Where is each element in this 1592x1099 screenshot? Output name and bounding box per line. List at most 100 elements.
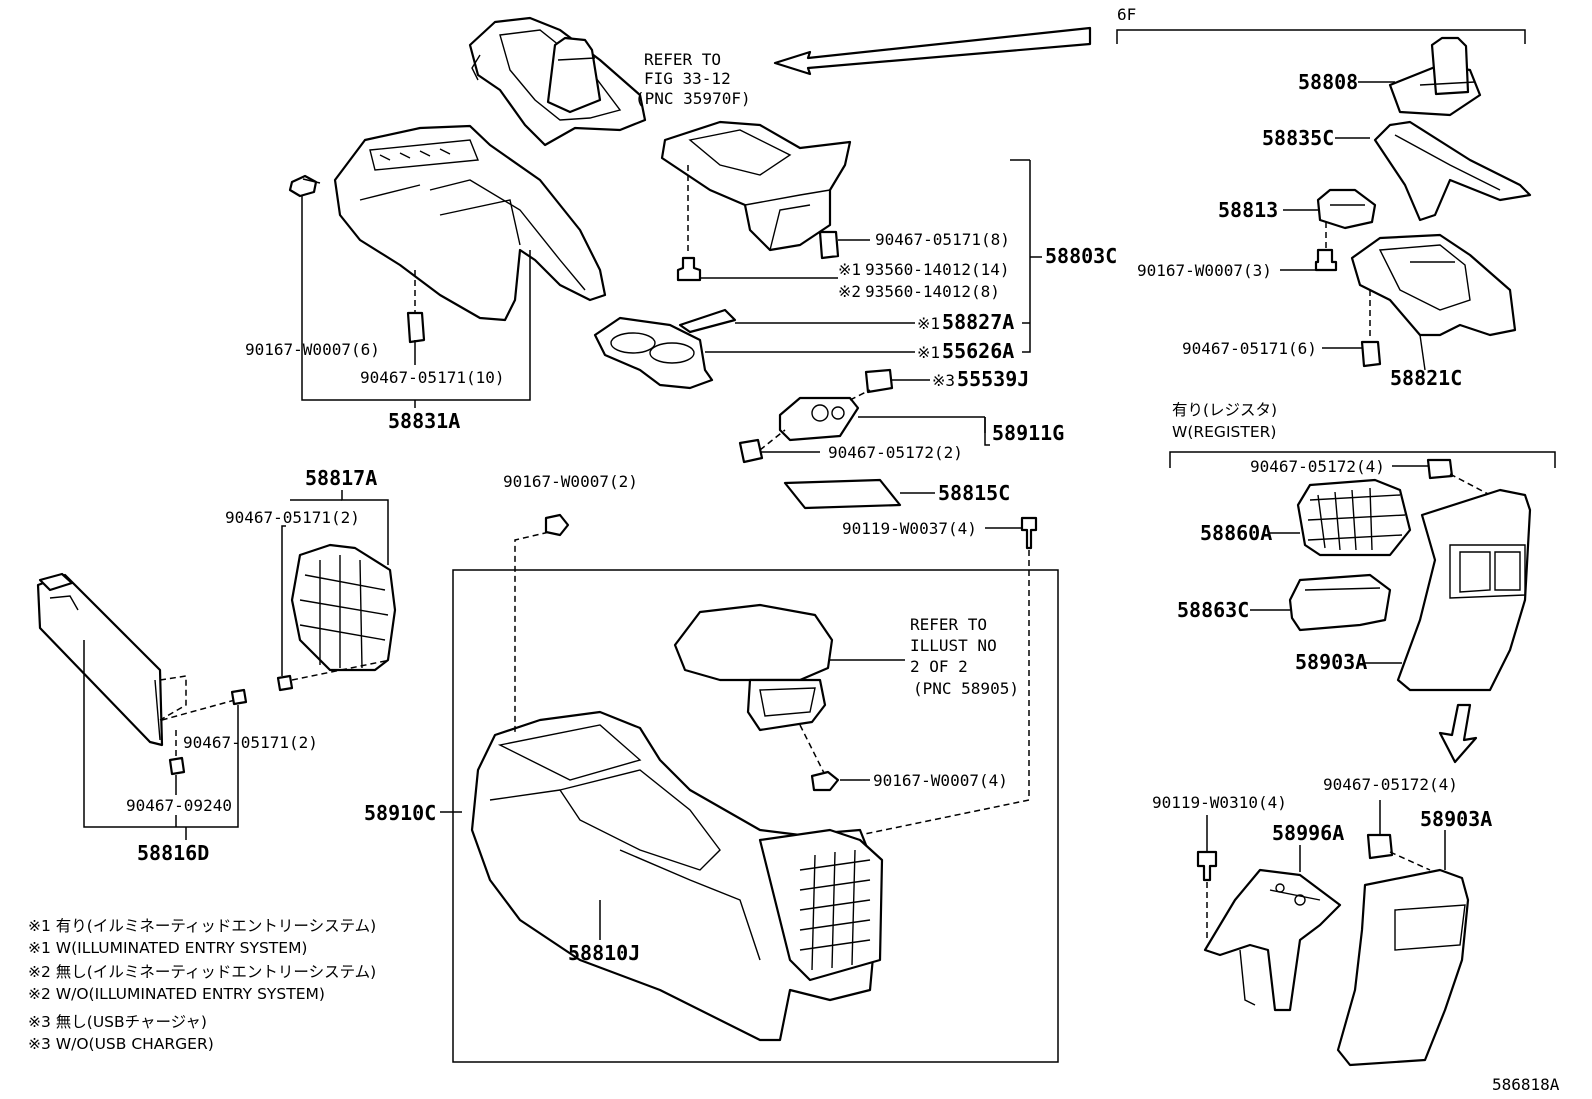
label-90119-w0037-4: 90119-W0037(4): [842, 519, 977, 538]
label-90167-w0007-2: 90167-W0007(2): [503, 472, 638, 491]
bolt-icon: [1196, 850, 1218, 882]
mat-58827a-drawing: [678, 308, 737, 334]
switch-bezel-drawing: [738, 368, 894, 464]
screw-icon: [1314, 248, 1338, 272]
label-58863c: 58863C: [1177, 598, 1249, 622]
mark-1: ※1: [917, 314, 940, 333]
label-58813: 58813: [1218, 198, 1278, 222]
rear-panel-58903a-lower-drawing: [1336, 868, 1470, 1067]
down-arrow: [1438, 703, 1478, 764]
mark-3: ※3: [932, 371, 955, 390]
switch-58813-drawing: [1316, 188, 1377, 230]
label-90467-05172-2: 90467-05172(2): [828, 443, 963, 462]
refer-fig-line3: (PNC 35970F): [635, 89, 751, 108]
label-58860a: 58860A: [1200, 521, 1272, 545]
bracket-register: [1169, 451, 1556, 468]
label-90467-05171-8: 90467-05171(8): [875, 230, 1010, 249]
value-93560-14012-14: 93560-14012(14): [865, 260, 1010, 279]
pointer-arrow: [773, 26, 1092, 76]
bolt-icon: [1020, 516, 1038, 550]
mark-2: ※2: [838, 282, 861, 301]
rear-panel-58903a-drawing: [1396, 488, 1532, 692]
label-58803c: 58803C: [1045, 244, 1117, 268]
refer-illust-line3: 2 OF 2: [910, 657, 968, 676]
refer-fig-line2: FIG 33-12: [644, 69, 731, 88]
note-3-jp: ※3 無し(USBチャージャ): [28, 1013, 207, 1031]
refer-illust-line1: REFER TO: [910, 615, 987, 634]
mark-1: ※1: [917, 343, 940, 362]
label-90467-05171-6: 90467-05171(6): [1182, 339, 1317, 358]
label-58808: 58808: [1298, 70, 1358, 94]
center-bracket-drawing: [660, 120, 852, 260]
label-90167-w0007-3: 90167-W0007(3): [1137, 261, 1272, 280]
value-58827a: 58827A: [942, 310, 1014, 334]
label-90467-05171-2-upper: 90467-05171(2): [225, 508, 360, 527]
label-58903a-upper: 58903A: [1295, 650, 1367, 674]
value-55539j: 55539J: [957, 367, 1029, 391]
clip-icon: [1360, 340, 1382, 368]
label-90167-w0007-6: 90167-W0007(6): [245, 340, 380, 359]
left-side-panel-drawing: [36, 572, 186, 776]
trim-58835c-drawing: [1373, 120, 1532, 222]
note-1-en: ※1 W(ILLUMINATED ENTRY SYSTEM): [28, 939, 307, 957]
armrest-drawing: [673, 603, 834, 732]
label-58816d: 58816D: [137, 841, 209, 865]
label-register-en: W(REGISTER): [1172, 423, 1276, 441]
mark-1: ※1: [838, 260, 861, 279]
upper-console-panel-drawing: [288, 124, 607, 344]
label-90467-05172-4-lower: 90467-05172(4): [1323, 775, 1458, 794]
label-58815c: 58815C: [938, 481, 1010, 505]
label-6f: 6F: [1117, 5, 1136, 24]
label-58903a-lower: 58903A: [1420, 807, 1492, 831]
refer-fig-line1: REFER TO: [644, 50, 721, 69]
clip-icon: [1426, 458, 1454, 480]
label-58810j: 58810J: [568, 941, 640, 965]
label-90467-05171-10: 90467-05171(10): [360, 368, 505, 387]
console-box-frame: [452, 569, 1059, 1063]
vent-58860a-drawing: [1296, 478, 1412, 557]
refer-illust-line4: (PNC 58905): [913, 679, 1019, 698]
cup-holder-drawing: [593, 316, 714, 390]
label-register-jp: 有り(レジスタ): [1172, 401, 1277, 419]
label-58831a: 58831A: [388, 409, 460, 433]
bracket-6f: [1116, 29, 1526, 44]
duct-58817a-drawing: [276, 543, 397, 692]
label-90467-05171-2-lower: 90467-05171(2): [183, 733, 318, 752]
value-93560-14012-8: 93560-14012(8): [865, 282, 1000, 301]
note-3-en: ※3 W/O(USB CHARGER): [28, 1035, 214, 1053]
refer-illust-line2: ILLUST NO: [910, 636, 997, 655]
bezel-58821c-drawing: [1350, 233, 1517, 371]
clip-icon: [1366, 833, 1394, 860]
screw-icon: [810, 770, 840, 792]
figure-id: 586818A: [1492, 1075, 1560, 1094]
label-58911g: 58911G: [992, 421, 1064, 445]
screw-icon: [544, 513, 570, 537]
label-90167-w0007-4: 90167-W0007(4): [873, 771, 1008, 790]
label-90467-09240: 90467-09240: [126, 796, 232, 815]
boot-58808-drawing: [1388, 36, 1482, 117]
label-58996a: 58996A: [1272, 821, 1344, 845]
label-58835c: 58835C: [1262, 126, 1334, 150]
bracket-58996a-drawing: [1203, 868, 1342, 1012]
shift-boot-drawing: [468, 16, 647, 147]
screw-icon: [676, 256, 702, 282]
tray-58863c-drawing: [1288, 573, 1392, 632]
note-1-jp: ※1 有り(イルミネーティッドエントリーシステム): [28, 917, 376, 935]
mat-58815c-drawing: [783, 478, 902, 510]
label-58821c: 58821C: [1390, 366, 1462, 390]
clip-icon: [230, 688, 248, 706]
label-90119-w0310-4: 90119-W0310(4): [1152, 793, 1287, 812]
label-90467-05172-4-upper: 90467-05172(4): [1250, 457, 1385, 476]
label-58910c: 58910C: [364, 801, 436, 825]
label-58817a: 58817A: [305, 466, 377, 490]
note-2-jp: ※2 無し(イルミネーティッドエントリーシステム): [28, 963, 376, 981]
console-box-drawing: [470, 710, 884, 1042]
note-2-en: ※2 W/O(ILLUMINATED ENTRY SYSTEM): [28, 985, 325, 1003]
